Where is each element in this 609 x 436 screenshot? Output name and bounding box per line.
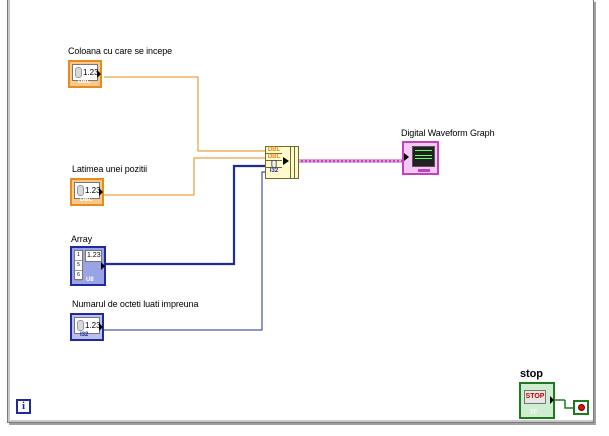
output-terminal-icon bbox=[101, 262, 105, 270]
coloana-control[interactable]: 1.23 DBL bbox=[68, 60, 102, 88]
bundle-arrow-icon bbox=[283, 157, 289, 165]
increment-icon bbox=[75, 67, 82, 78]
increment-icon bbox=[77, 320, 84, 331]
output-terminal-icon bbox=[97, 70, 101, 78]
digital-waveform-graph[interactable] bbox=[402, 141, 439, 175]
latimea-label: Latimea unei pozitii bbox=[72, 164, 148, 174]
stop-condition-terminal[interactable] bbox=[573, 400, 589, 415]
output-terminal-icon bbox=[550, 396, 554, 404]
stop-condition-icon bbox=[578, 404, 585, 411]
i32-type-tag: I32 bbox=[80, 332, 89, 338]
wire-array bbox=[106, 164, 266, 266]
graph-label: Digital Waveform Graph bbox=[401, 128, 495, 138]
dbl-type-tag: DBL bbox=[80, 197, 93, 203]
u8-type-tag: U8 bbox=[86, 277, 94, 283]
wire-latimea bbox=[104, 157, 266, 196]
wire-numarul bbox=[104, 171, 266, 331]
increment-icon bbox=[77, 185, 84, 196]
tf-type-tag: TF bbox=[530, 410, 538, 416]
while-loop[interactable] bbox=[7, 0, 594, 423]
waveform-display-icon bbox=[412, 146, 435, 167]
input-terminal-icon bbox=[404, 153, 409, 161]
stop-label: stop bbox=[520, 368, 543, 380]
stop-button-control[interactable]: STOP TF bbox=[519, 382, 555, 419]
coloana-label: Coloana cu care se incepe bbox=[68, 46, 173, 56]
array-control[interactable]: 1 5 6 1.23 U8 bbox=[70, 246, 106, 286]
latimea-control[interactable]: 1.23 DBL bbox=[70, 178, 104, 206]
output-terminal-icon bbox=[99, 188, 103, 196]
wire-coloana bbox=[104, 76, 266, 152]
numarul-label: Numarul de octeti luati impreuna bbox=[72, 299, 199, 309]
numarul-control[interactable]: 1.23 I32 bbox=[70, 313, 104, 341]
array-index-display[interactable]: 1 5 6 bbox=[74, 250, 83, 281]
dbl-type-tag: DBL bbox=[78, 79, 91, 85]
stop-button[interactable]: STOP bbox=[524, 390, 546, 404]
output-terminal-icon bbox=[99, 323, 103, 331]
info-icon[interactable]: i bbox=[16, 399, 31, 414]
array-label: Array bbox=[71, 234, 93, 244]
bundle-node[interactable]: DBL DBL [ ] I32 bbox=[265, 146, 299, 179]
